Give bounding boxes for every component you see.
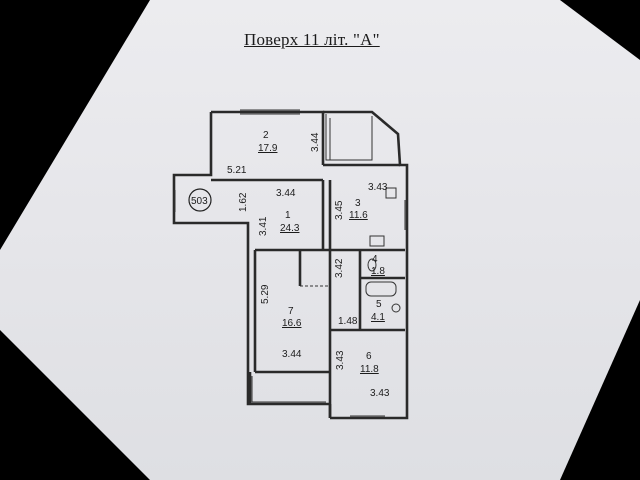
windows <box>174 109 406 417</box>
room-4-area: 1.8 <box>371 266 385 277</box>
dim-1-62: 1.62 <box>238 192 249 212</box>
room-3-area: 11.6 <box>349 210 368 221</box>
bathtub-icon <box>365 281 397 297</box>
dim-3-44-room7: 3.44 <box>282 349 302 360</box>
room-7-area: 16.6 <box>282 318 302 329</box>
balcony <box>251 114 373 403</box>
dim-3-44-room1: 3.44 <box>276 188 296 199</box>
room-1-area: 24.3 <box>280 223 300 234</box>
room-4-number: 4 <box>372 254 378 265</box>
interior-walls <box>211 163 405 374</box>
dim-3-44-room2: 3.44 <box>310 132 321 152</box>
room-5-area: 4.1 <box>371 312 385 323</box>
toilet-icon <box>367 258 377 272</box>
sink-icon <box>369 235 385 247</box>
room-7-number: 7 <box>288 306 294 317</box>
washbasin-icon <box>391 303 401 313</box>
dim-3-43-room6-horizontal: 3.43 <box>370 388 390 399</box>
room-3-number: 3 <box>355 198 361 209</box>
dim-5-29: 5.29 <box>260 284 271 304</box>
dim-1-48: 1.48 <box>338 316 358 327</box>
room-6-area: 11.8 <box>360 364 379 375</box>
room-2-number: 2 <box>263 130 269 141</box>
room-5-number: 5 <box>376 299 382 310</box>
room-2-area: 17.9 <box>258 143 278 154</box>
room-1-number: 1 <box>285 210 291 221</box>
stove-icon <box>385 187 397 199</box>
dim-3-41: 3.41 <box>258 216 269 236</box>
fixtures <box>365 187 401 313</box>
dim-5-21: 5.21 <box>227 165 247 176</box>
dim-3-43-room6-vertical: 3.43 <box>335 350 346 370</box>
page-title: Поверх 11 літ. "А" <box>244 30 380 49</box>
apartment-marker <box>188 188 212 212</box>
room-6-number: 6 <box>366 351 372 362</box>
apartment-number: 503 <box>191 196 208 207</box>
dim-3-45: 3.45 <box>334 200 345 220</box>
dim-3-42: 3.42 <box>334 258 345 278</box>
dim-3-43-room3: 3.43 <box>368 182 388 193</box>
